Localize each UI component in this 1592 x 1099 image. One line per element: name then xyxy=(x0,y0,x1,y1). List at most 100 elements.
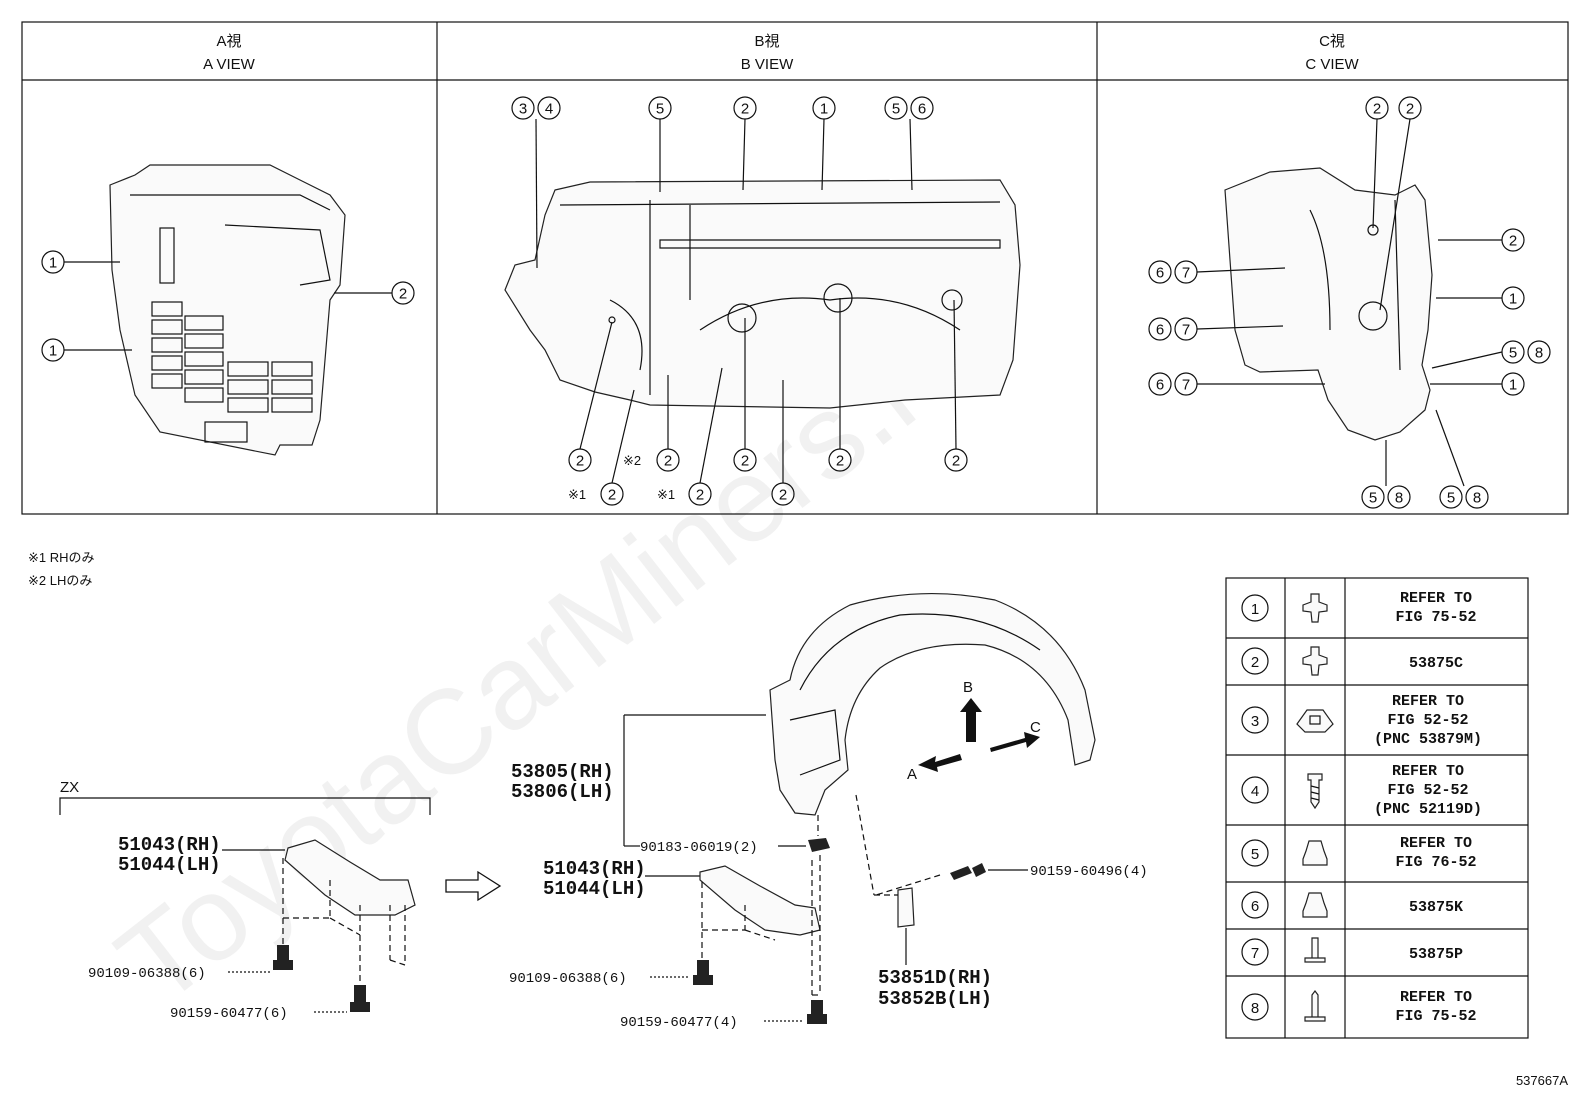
svg-text:REFER TO: REFER TO xyxy=(1400,989,1472,1006)
svg-text:1: 1 xyxy=(49,343,57,360)
b-view-title-en: B VIEW xyxy=(741,56,794,73)
svg-text:5: 5 xyxy=(1509,345,1517,362)
legend-num-6: 6 xyxy=(1251,898,1259,915)
plate-left-part xyxy=(284,839,416,916)
svg-text:REFER TO: REFER TO xyxy=(1392,763,1464,780)
svg-text:2: 2 xyxy=(1373,101,1381,118)
b-prefix-rh-2: ※1 xyxy=(657,487,675,502)
svg-text:2: 2 xyxy=(399,286,407,303)
push-clip-icon xyxy=(1302,646,1328,676)
bolt-icon xyxy=(693,960,713,985)
svg-text:7: 7 xyxy=(1182,322,1190,339)
svg-text:1: 1 xyxy=(49,255,57,272)
b-view-title-jp: B視 xyxy=(754,33,779,50)
zx-label: ZX xyxy=(60,779,79,796)
note-lh-only: ※2 LHのみ xyxy=(28,573,92,588)
svg-text:2: 2 xyxy=(696,487,704,504)
svg-text:53875C: 53875C xyxy=(1409,655,1463,672)
svg-text:FIG 75-52: FIG 75-52 xyxy=(1395,609,1476,626)
note-rh-only: ※1 RHのみ xyxy=(28,550,95,565)
svg-text:1: 1 xyxy=(1509,377,1517,394)
svg-text:8: 8 xyxy=(1535,345,1543,362)
view-direction-arrows: B C A xyxy=(907,679,1041,783)
svg-text:FIG 52-52: FIG 52-52 xyxy=(1387,782,1468,799)
svg-text:FIG 52-52: FIG 52-52 xyxy=(1387,712,1468,729)
svg-text:5: 5 xyxy=(656,101,664,118)
svg-text:6: 6 xyxy=(1156,322,1164,339)
svg-text:6: 6 xyxy=(918,101,926,118)
legend-num-2: 2 xyxy=(1251,654,1259,671)
svg-text:2: 2 xyxy=(741,101,749,118)
views-frame xyxy=(21,21,1569,515)
svg-text:(PNC 53879M): (PNC 53879M) xyxy=(1374,731,1482,748)
b-prefix-rh-lh: ※2 xyxy=(623,453,641,468)
a-view-liner-drawing xyxy=(109,164,346,456)
svg-text:5: 5 xyxy=(1447,490,1455,507)
svg-text:REFER TO: REFER TO xyxy=(1392,693,1464,710)
a-view-callouts: 1 1 2 xyxy=(41,250,415,362)
svg-text:1: 1 xyxy=(820,101,828,118)
screw-icon xyxy=(1304,937,1326,963)
svg-text:2: 2 xyxy=(608,487,616,504)
c-view-liner-drawing xyxy=(1224,167,1433,441)
legend-num-7: 7 xyxy=(1251,945,1259,962)
drawing-id: 537667A xyxy=(1516,1073,1568,1088)
screw-icon xyxy=(1304,990,1326,1022)
bolt-90109-mid-label: 90109-06388(6) xyxy=(509,971,627,987)
screw-90159-60496-label: 90159-60496(4) xyxy=(1030,864,1148,880)
plate-rh-mid-label: 51043(RH) xyxy=(543,858,646,880)
legend-num-8: 8 xyxy=(1251,1000,1259,1017)
svg-text:8: 8 xyxy=(1395,490,1403,507)
seal-rh-label: 53851D(RH) xyxy=(878,967,992,989)
legend-num-4: 4 xyxy=(1251,783,1259,800)
svg-text:REFER TO: REFER TO xyxy=(1400,835,1472,852)
clip-nut-icon xyxy=(808,838,830,852)
bolt-90159-mid-label: 90159-60477(4) xyxy=(620,1015,738,1031)
svg-text:7: 7 xyxy=(1182,377,1190,394)
svg-text:6: 6 xyxy=(1156,265,1164,282)
transition-arrow-icon xyxy=(445,870,502,902)
c-view-callouts: 2 2 2 6 7 6 7 6 7 1 5 8 1 5 8 5 8 xyxy=(1148,96,1551,509)
svg-text:2: 2 xyxy=(836,453,844,470)
svg-text:6: 6 xyxy=(1156,377,1164,394)
liner-rh-label: 53805(RH) xyxy=(511,761,614,783)
svg-text:4: 4 xyxy=(545,101,553,118)
fender-liner-drawing xyxy=(769,593,1096,816)
svg-text:FIG 76-52: FIG 76-52 xyxy=(1395,854,1476,871)
bolt-icon xyxy=(350,985,370,1012)
svg-text:2: 2 xyxy=(576,453,584,470)
svg-text:REFER TO: REFER TO xyxy=(1400,590,1472,607)
b-view-callouts: 3 4 5 2 1 5 6 2 2 ※2 2 2 2 2 ※1 2 ※1 2 xyxy=(511,96,968,506)
screw-icon xyxy=(1307,773,1323,810)
bolt-90159-left-label: 90159-60477(6) xyxy=(170,1006,288,1022)
b-view-liner-drawing xyxy=(504,179,1021,409)
fastener-legend-table: 1 REFER TO FIG 75-52 2 53875C 3 REFER TO… xyxy=(1225,577,1529,1039)
clip-90183-label: 90183-06019(2) xyxy=(640,840,758,856)
plate-lh-mid-label: 51044(LH) xyxy=(543,878,646,900)
svg-text:2: 2 xyxy=(664,453,672,470)
screw-icon xyxy=(950,863,986,880)
svg-text:53875P: 53875P xyxy=(1409,946,1463,963)
svg-text:(PNC 52119D): (PNC 52119D) xyxy=(1374,801,1482,818)
svg-text:3: 3 xyxy=(519,101,527,118)
plate-mid-part xyxy=(699,865,821,936)
arrow-a-label: A xyxy=(907,766,917,783)
c-view-title-en: C VIEW xyxy=(1305,56,1359,73)
c-view-title-jp: C視 xyxy=(1319,33,1345,50)
a-view-title-jp: A視 xyxy=(216,33,241,50)
seal-lh-label: 53852B(LH) xyxy=(878,988,992,1010)
seal-part xyxy=(897,887,915,928)
legend-num-1: 1 xyxy=(1251,601,1259,618)
push-clip-icon xyxy=(1302,593,1328,623)
svg-text:2: 2 xyxy=(741,453,749,470)
legend-num-3: 3 xyxy=(1251,713,1259,730)
svg-text:53875K: 53875K xyxy=(1409,899,1463,916)
plate-rh-left-label: 51043(RH) xyxy=(118,834,221,856)
arrow-c-label: C xyxy=(1030,719,1041,736)
svg-text:2: 2 xyxy=(1509,233,1517,250)
legend-num-5: 5 xyxy=(1251,846,1259,863)
b-prefix-rh-1: ※1 xyxy=(568,487,586,502)
bolt-90109-left-label: 90109-06388(6) xyxy=(88,966,206,982)
svg-text:2: 2 xyxy=(779,487,787,504)
svg-text:2: 2 xyxy=(1406,101,1414,118)
